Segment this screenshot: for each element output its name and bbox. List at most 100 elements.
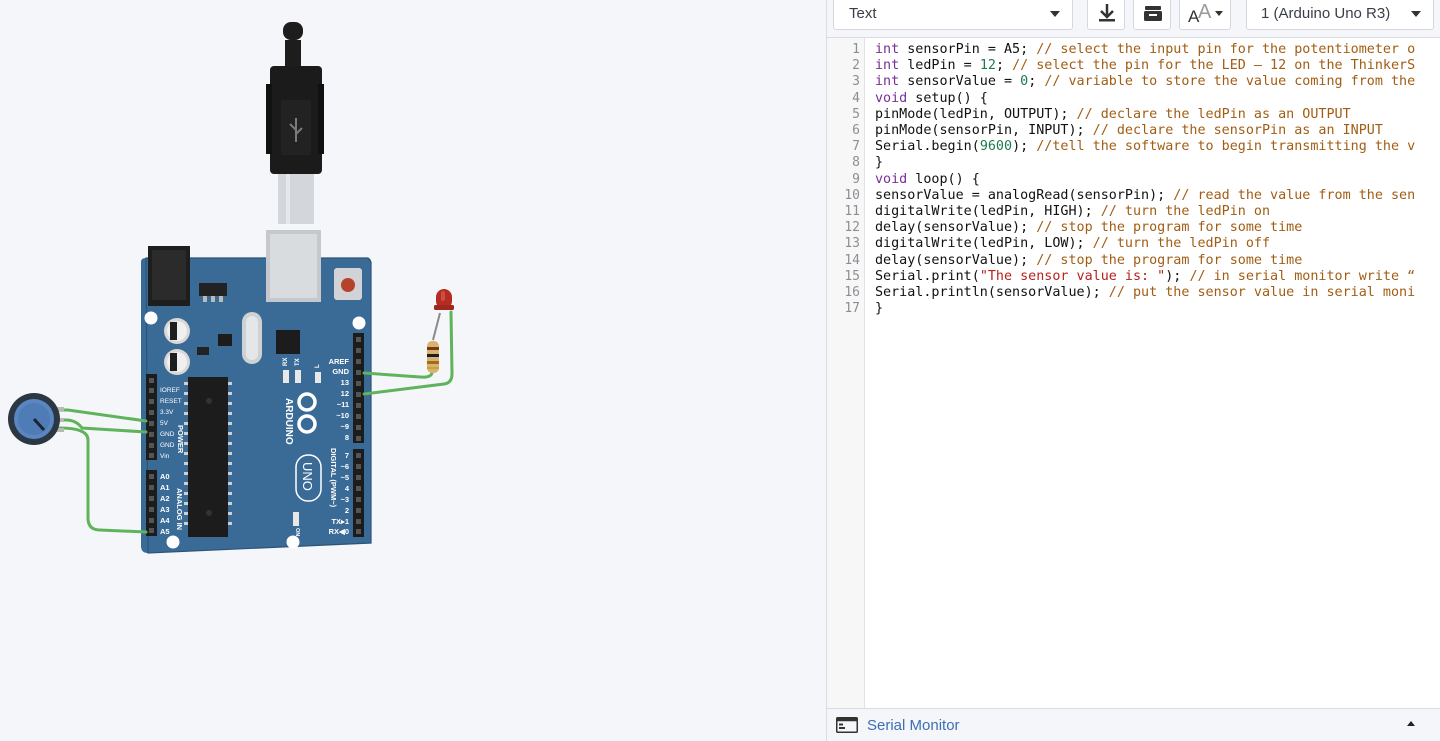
svg-text:A: A bbox=[1188, 7, 1200, 26]
device-select[interactable]: 1 (Arduino Uno R3) bbox=[1246, 0, 1434, 30]
model-label: UNO bbox=[300, 462, 315, 491]
code-token: Serial.print( bbox=[875, 268, 980, 284]
power-label: POWER bbox=[176, 425, 185, 454]
arduino-logo-icon bbox=[297, 392, 317, 434]
line-number: 17 bbox=[844, 301, 860, 317]
pin-label-rx0: RX◀0 bbox=[329, 527, 349, 536]
download-button[interactable] bbox=[1087, 0, 1125, 30]
code-text: pinMode(ledPin, OUTPUT); // declare the … bbox=[875, 107, 1351, 123]
code-token: //tell the software to begin transmittin… bbox=[1036, 139, 1416, 155]
code-token: loop() { bbox=[907, 171, 980, 187]
line-number: 14 bbox=[844, 252, 860, 268]
pin-label-tx1: TX▸1 bbox=[331, 517, 349, 526]
code-text: } bbox=[875, 155, 883, 171]
circuit-drawing: AREF GND 13 12 ~11 ~10 ~9 8 7 ~6 ~5 4 ~3… bbox=[8, 22, 454, 554]
line-number-gutter bbox=[827, 38, 865, 708]
code-text: delay(sensorValue); // stop the program … bbox=[875, 253, 1302, 269]
line-number: 5 bbox=[852, 106, 860, 122]
pin-label-9: ~9 bbox=[340, 422, 349, 431]
svg-text:A: A bbox=[1198, 1, 1212, 23]
code-mode-select[interactable]: Text bbox=[833, 0, 1073, 30]
digital-label: DIGITAL (PWM~) bbox=[329, 448, 338, 508]
arduino-board[interactable]: AREF GND 13 12 ~11 ~10 ~9 8 7 ~6 ~5 4 ~3… bbox=[141, 230, 372, 554]
pin-label-ioref: IOREF bbox=[160, 387, 180, 394]
pin-label-gnd: GND bbox=[332, 367, 349, 376]
code-token: 12 bbox=[979, 58, 996, 74]
pin-label-6: ~6 bbox=[340, 462, 349, 471]
code-token: // in serial monitor write “ bbox=[1189, 268, 1416, 284]
code-token: delay(sensorValue); bbox=[875, 220, 1037, 236]
pin-label-vin: Vin bbox=[160, 453, 170, 460]
code-text: digitalWrite(ledPin, LOW); // turn the l… bbox=[875, 236, 1270, 252]
wires[interactable] bbox=[58, 310, 454, 534]
serial-monitor-bar[interactable]: Serial Monitor bbox=[827, 708, 1440, 741]
code-token: } bbox=[875, 155, 884, 171]
line-number: 8 bbox=[852, 155, 860, 171]
on-label: ON bbox=[294, 528, 300, 536]
line-number: 11 bbox=[844, 204, 860, 219]
code-text: Serial.print("The sensor value is: "); /… bbox=[875, 269, 1415, 285]
pin-label-2: 2 bbox=[345, 506, 349, 515]
pin-label-a5: A5 bbox=[160, 527, 170, 536]
code-token: void bbox=[875, 90, 908, 106]
pin-label-4: 4 bbox=[345, 484, 350, 493]
code-token: int bbox=[875, 58, 900, 74]
potentiometer[interactable] bbox=[8, 393, 64, 445]
code-text: } bbox=[875, 301, 883, 317]
pin-label-8: 8 bbox=[345, 433, 349, 442]
font-size-button[interactable]: A A bbox=[1179, 0, 1231, 30]
pin-label-reset: RESET bbox=[160, 398, 182, 405]
usb-cable[interactable] bbox=[266, 22, 324, 224]
code-text: Serial.begin(9600); //tell the software … bbox=[875, 139, 1415, 155]
brand-label: ARDUINO bbox=[283, 398, 294, 445]
device-value: 1 (Arduino Uno R3) bbox=[1261, 4, 1391, 22]
pin-label-7: 7 bbox=[345, 451, 349, 460]
pin-label-a4: A4 bbox=[160, 516, 170, 525]
code-token: void bbox=[875, 171, 908, 187]
chevron-down-icon bbox=[1411, 11, 1421, 17]
line-number: 3 bbox=[852, 74, 860, 90]
serial-monitor-label[interactable]: Serial Monitor bbox=[867, 717, 960, 734]
code-token: sensorValue = bbox=[899, 74, 1021, 90]
code-token: ; bbox=[995, 58, 1013, 74]
serial-monitor-icon bbox=[836, 717, 858, 733]
circuit-canvas[interactable]: AREF GND 13 12 ~11 ~10 ~9 8 7 ~6 ~5 4 ~3… bbox=[0, 0, 826, 741]
code-token: ); bbox=[1165, 268, 1190, 284]
code-token: int bbox=[875, 74, 900, 90]
code-token: // read the value from the sen bbox=[1173, 187, 1416, 203]
code-text: void loop() { bbox=[875, 172, 980, 188]
pin-label-13: 13 bbox=[341, 378, 349, 387]
code-token: // turn the ledPin off bbox=[1092, 236, 1271, 252]
chevron-down-icon bbox=[1050, 11, 1060, 17]
led[interactable] bbox=[434, 289, 454, 310]
code-token: // select the input pin for the potentio… bbox=[1036, 42, 1416, 57]
pin-label-11: ~11 bbox=[337, 400, 349, 409]
tx-label: TX bbox=[295, 358, 301, 366]
chevron-up-icon[interactable] bbox=[1407, 721, 1415, 726]
code-token: // declare the ledPin as an OUTPUT bbox=[1076, 106, 1351, 122]
wire-pin12-led bbox=[362, 310, 454, 396]
code-token: // stop the program for some time bbox=[1036, 252, 1303, 268]
code-token: // put the sensor value in serial moni bbox=[1108, 285, 1416, 300]
code-token: ; bbox=[1028, 74, 1045, 90]
code-text: digitalWrite(ledPin, HIGH); // turn the … bbox=[875, 204, 1270, 220]
code-token: sensorPin = A5; bbox=[899, 42, 1037, 57]
line-number: 13 bbox=[844, 236, 860, 252]
pin-label-10: ~10 bbox=[336, 411, 349, 420]
library-button[interactable] bbox=[1133, 0, 1171, 30]
pin-label-a0: A0 bbox=[160, 472, 170, 481]
line-number: 12 bbox=[844, 220, 860, 236]
code-text: sensorValue = analogRead(sensorPin); // … bbox=[875, 188, 1415, 204]
code-token: int bbox=[875, 42, 900, 57]
code-text: int sensorPin = A5; // select the input … bbox=[875, 42, 1415, 58]
code-token: // variable to store the value coming fr… bbox=[1044, 74, 1416, 90]
code-token: pinMode(ledPin, OUTPUT); bbox=[875, 106, 1077, 122]
code-token: pinMode(sensorPin, INPUT); bbox=[875, 123, 1093, 138]
usb-icon bbox=[289, 118, 303, 142]
code-token: digitalWrite(ledPin, LOW); bbox=[875, 236, 1093, 252]
code-token: // declare the sensorPin as an INPUT bbox=[1092, 123, 1383, 138]
code-token: ); bbox=[1012, 139, 1037, 155]
resistor[interactable] bbox=[427, 312, 441, 373]
pin-label-3v3: 3.3V bbox=[160, 409, 174, 416]
